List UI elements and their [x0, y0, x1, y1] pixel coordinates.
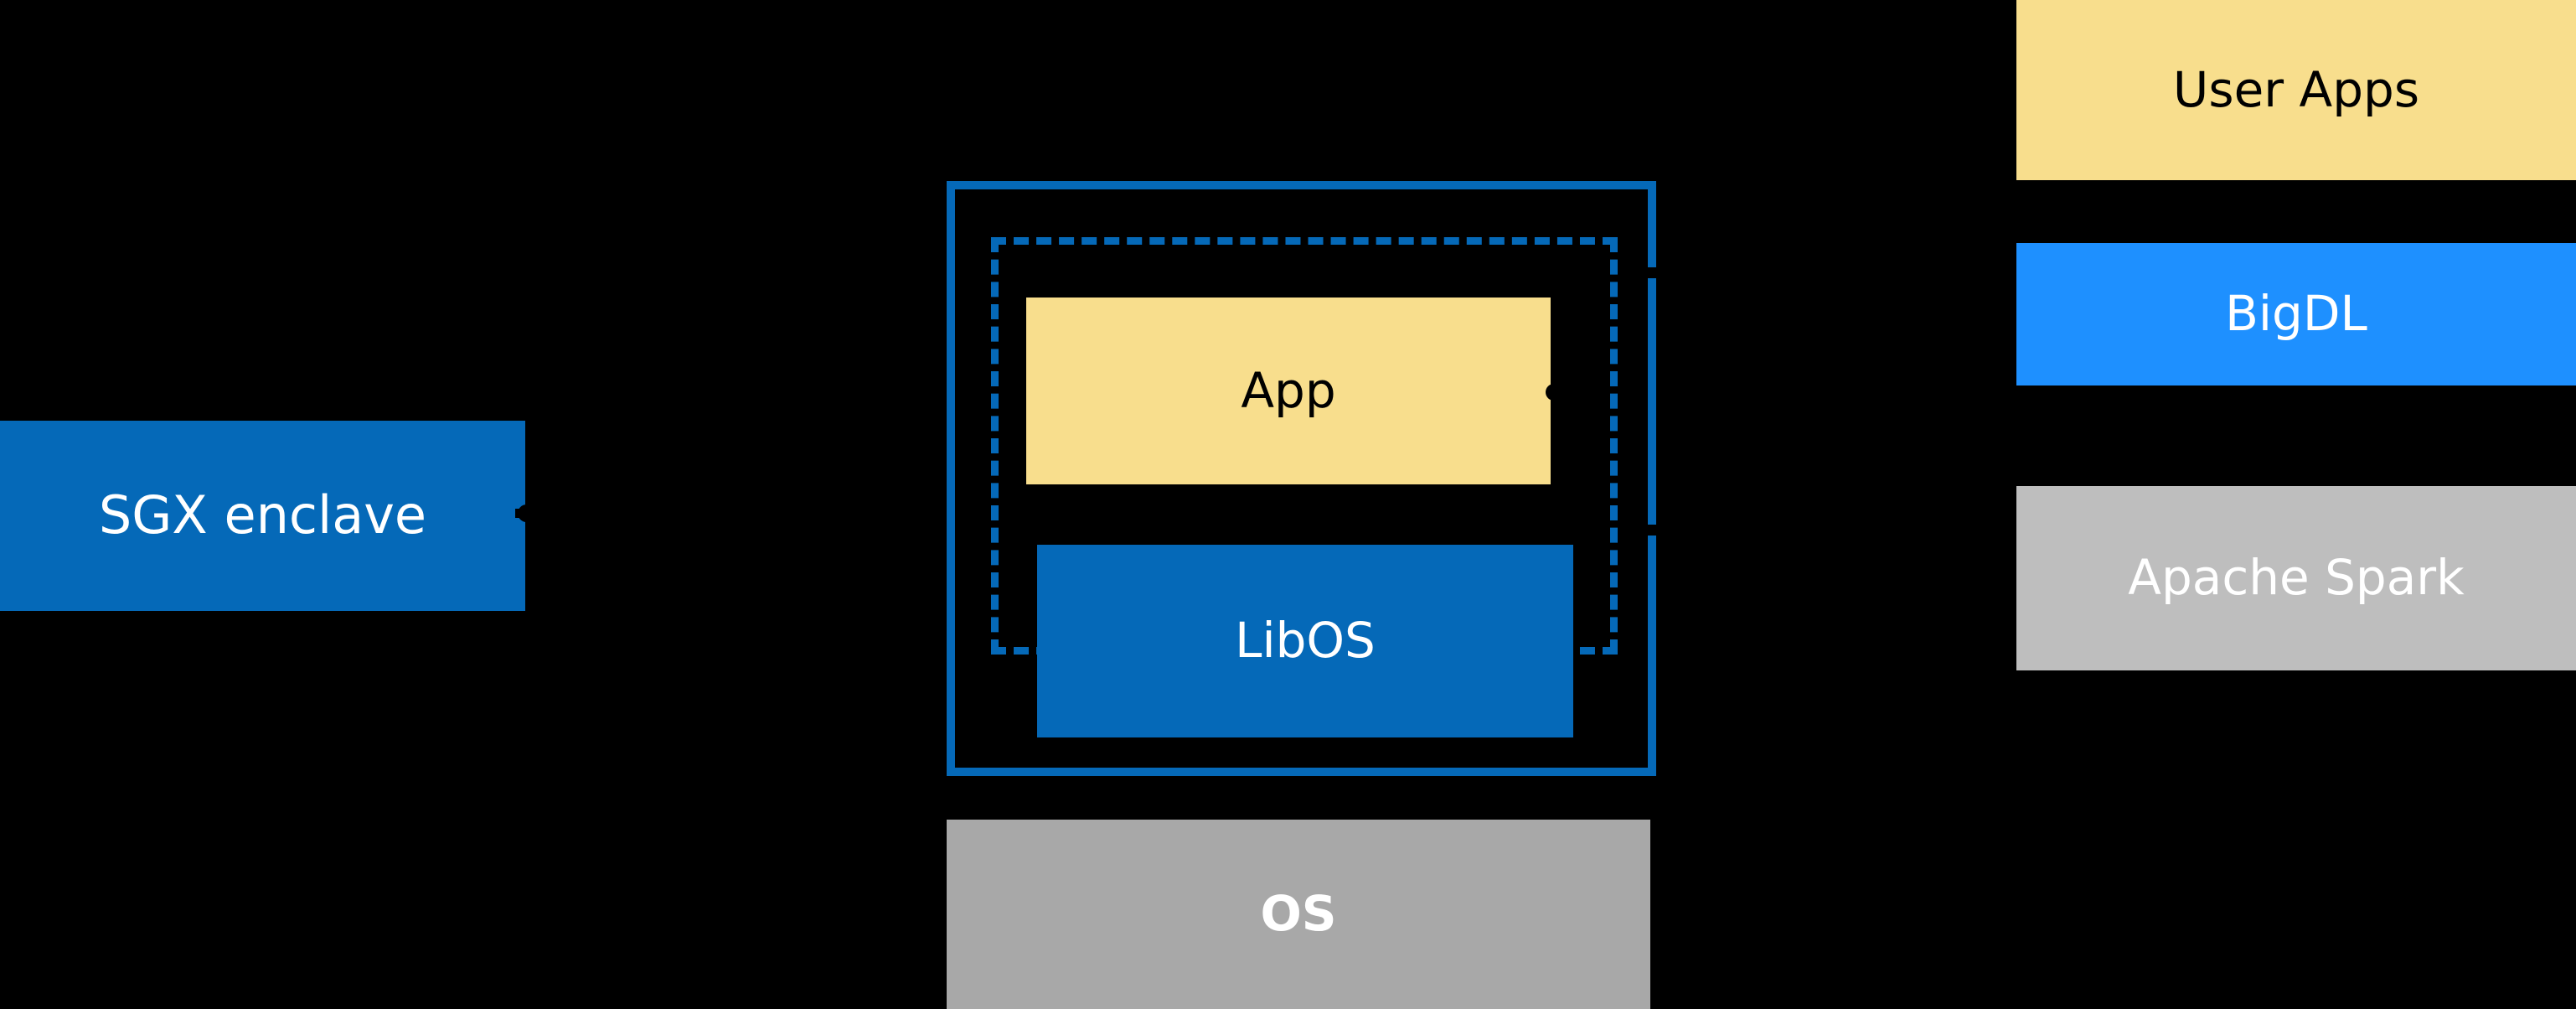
libos-label: LibOS [1235, 612, 1376, 670]
enclave-frame-outline [947, 181, 1657, 776]
app-label: App [1241, 361, 1336, 419]
user-apps-label: User Apps [2172, 60, 2420, 118]
os-label: OS [1260, 885, 1337, 943]
sgx-connector-endpoint-dot [518, 504, 535, 522]
os-box: OS [947, 820, 1650, 1009]
user-apps-box: User Apps [2016, 0, 2576, 180]
bigdl-box: BigDL [2016, 243, 2576, 385]
app-box: App [1026, 298, 1551, 484]
sgx-enclave-box: SGX enclave [0, 421, 525, 611]
enclave-frame-notch-top [1646, 267, 1657, 278]
sgx-enclave-label: SGX enclave [98, 484, 427, 546]
bigdl-label: BigDL [2225, 285, 2367, 343]
apache-spark-box: Apache Spark [2016, 486, 2576, 670]
apache-spark-label: Apache Spark [2128, 549, 2465, 607]
enclave-frame-notch-bottom [1646, 525, 1657, 536]
app-connector-endpoint-dot [1546, 384, 1562, 401]
sgx-to-enclave-connector [515, 509, 951, 518]
libos-box: LibOS [1037, 545, 1573, 737]
